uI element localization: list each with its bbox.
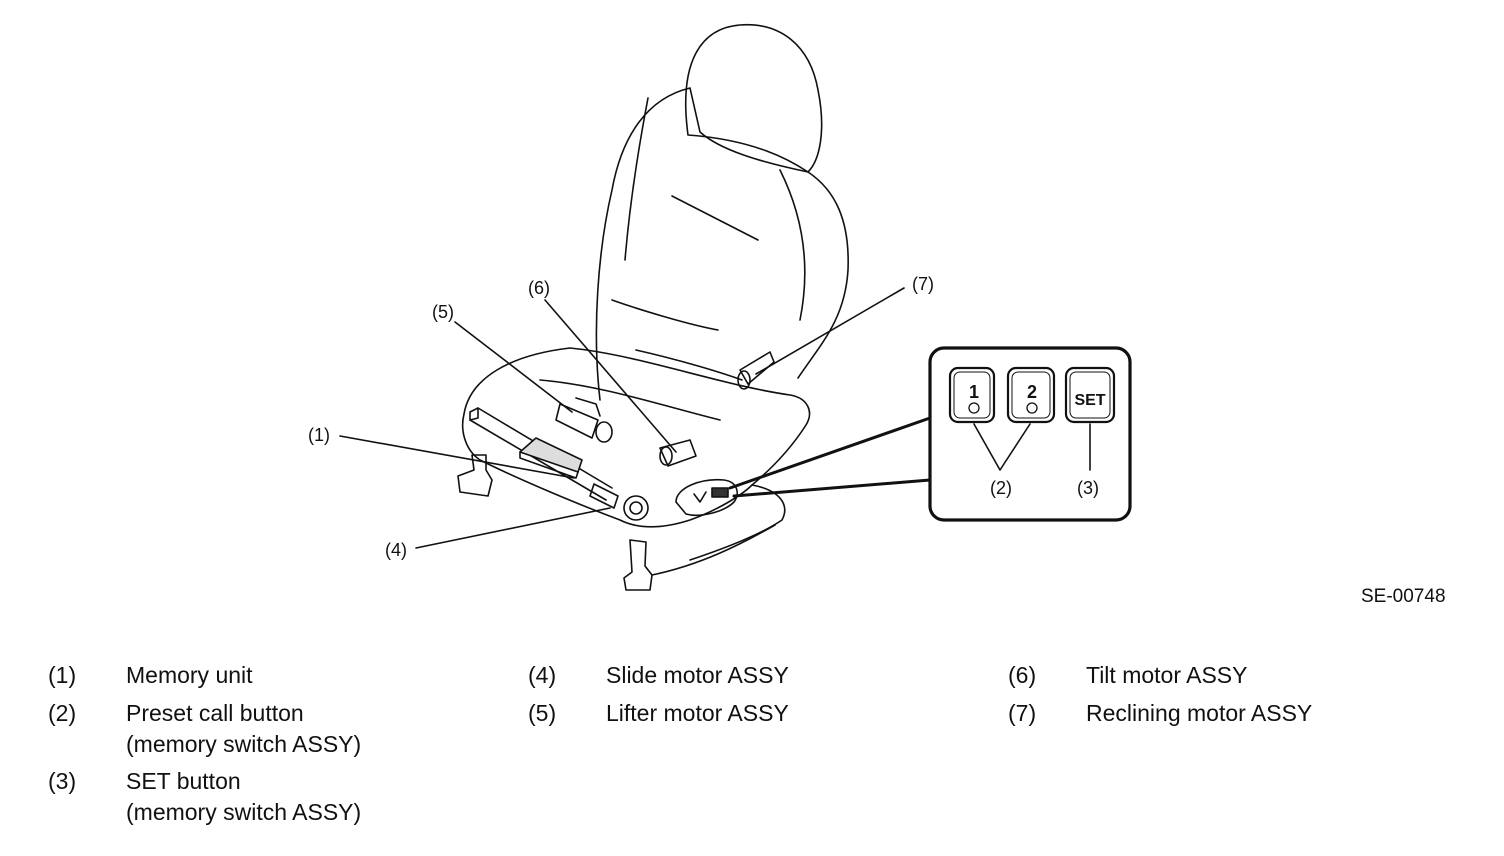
callout-5: (5) [432,302,454,322]
tilt-motor [659,439,697,467]
callout-3: (3) [1077,478,1099,498]
seatback [595,87,849,401]
lifter-motor [555,403,599,439]
callout-4: (4) [385,540,407,560]
seat-leg-front [623,539,653,591]
figure-code: SE-00748 [1361,586,1446,607]
legend-sublabel: (memory switch ASSY) [126,731,362,757]
callout-7: (7) [912,274,934,294]
legend-num: (2) [48,700,77,726]
legend-label: Memory unit [126,662,253,688]
seat-leg-rear [457,454,493,497]
legend-label: Preset call button [126,700,304,726]
preset-button-2 [1006,366,1056,424]
legend-label: Slide motor ASSY [606,662,789,688]
legend-num: (4) [528,662,557,688]
callout-6: (6) [528,278,550,298]
legend-sublabel: (memory switch ASSY) [126,799,362,825]
legend-num: (6) [1008,662,1037,688]
callout-1: (1) [308,425,330,445]
slide-motor [589,483,619,509]
legend-num: (5) [528,700,557,726]
headrest [684,23,823,173]
seat-diagram: 1 2 SET (1) (2) (3) (4) (5) (6) (7) SE-0… [308,23,1446,607]
callout-2: (2) [990,478,1012,498]
legend-label: Reclining motor ASSY [1086,700,1313,726]
preset-button-1 [948,366,996,424]
button-set-label: SET [1074,392,1105,409]
recline-motor [739,351,775,385]
switch-plate [675,478,738,517]
seat-cushion [461,347,811,528]
legend-num: (3) [48,768,77,794]
button-1-label: 1 [969,382,979,402]
legend: (1) Memory unit (2) Preset call button (… [0,660,1504,850]
set-button [1064,366,1116,424]
memory-unit [519,437,583,473]
legend-num: (1) [48,662,77,688]
legend-label: Lifter motor ASSY [606,700,789,726]
legend-label: Tilt motor ASSY [1086,662,1248,688]
legend-num: (7) [1008,700,1037,726]
button-2-label: 2 [1027,382,1037,402]
legend-label: SET button [126,768,241,794]
switch-inset-panel [928,346,1132,522]
